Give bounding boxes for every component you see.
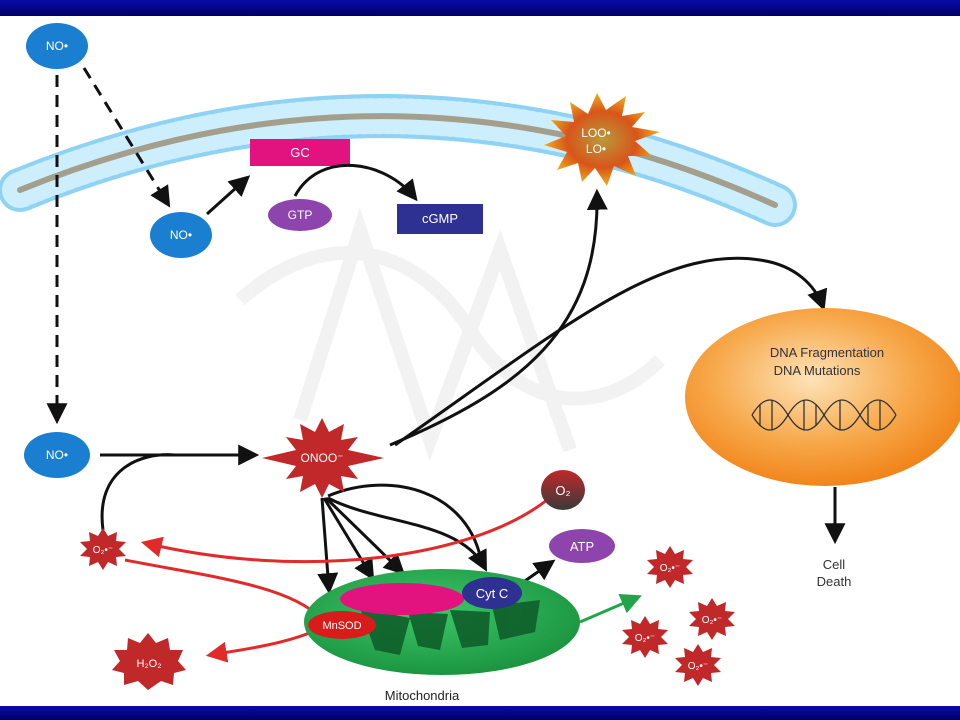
lipid-radical-loo: LOO• [581,126,611,140]
superoxide-right-3-label: O₂•⁻ [635,633,655,644]
o2-label: O₂ [555,483,570,498]
dna-mutations-label: DNA Mutations [774,363,861,378]
superoxide-node-right-2: O₂•⁻ [689,598,735,640]
gtp-node: GTP [268,199,332,231]
background-watermark [235,207,665,462]
superoxide-to-mnsod-arrow [124,558,322,620]
mitochondria-label: Mitochondria [385,688,460,703]
superoxide-node-right-3: O₂•⁻ [622,616,668,658]
onoo-to-lipid-arrow [389,188,608,447]
o2-to-superoxide-arrow [140,498,548,564]
superoxide-node-right-4: O₂•⁻ [675,644,721,686]
no-diffusion-arrow-membrane [82,67,171,208]
onoo-to-mito-arrow-1 [317,497,339,595]
onoo-to-mito-arrow-3 [324,496,406,575]
superoxide-right-2-label: O₂•⁻ [702,615,722,626]
superoxide-node-left: O₂•⁻ [80,528,126,570]
no-membrane-label: NO• [170,228,192,242]
cell-death-label-line1: Cell [823,557,846,572]
cell-death-label-line2: Death [817,574,852,589]
dna-fragmentation-label: DNA Fragmentation [770,345,884,360]
superoxide-right-1-label: O₂•⁻ [660,563,680,574]
dna-damage-node: DNA Fragmentation DNA Mutations [685,308,960,486]
oxygen-node: O₂ [541,470,585,510]
onoo-to-cytc-arrow [327,496,487,572]
mitochondria-inner-membrane [340,583,464,615]
cgmp-label: cGMP [422,211,458,226]
h2o2-label: H₂O₂ [136,658,161,670]
dna-helix-icon [751,399,897,431]
top-bar [0,0,960,16]
h2o2-node: H₂O₂ [112,633,186,690]
gtp-label: GTP [288,208,313,222]
no-node-membrane: NO• [150,212,212,258]
superoxide-to-onoo-arrow [100,453,176,531]
gc-label: GC [290,145,310,160]
no-to-gc-arrow [205,175,251,216]
onoo-to-cytc-curve [327,483,484,566]
burst-shape [544,93,660,186]
no-left-label: NO• [46,448,68,462]
mito-superoxide-export-arrow [579,594,642,624]
cgmp-node: cGMP [397,204,483,234]
no-top-label: NO• [46,39,68,53]
mnsod-node: MnSOD [308,611,376,639]
mnsod-label: MnSOD [322,620,361,632]
no-node-top: NO• [26,23,88,69]
atp-label: ATP [570,539,594,554]
guanylate-cyclase: GC [250,139,350,166]
superoxide-left-label: O₂•⁻ [93,545,113,556]
cytochrome-c-node: Cyt C [462,577,522,609]
onoo-to-mito-arrow-2 [322,497,375,581]
onoo-to-dna-arrow [394,256,828,447]
no-node-left: NO• [24,432,90,478]
lipid-radical-lo: LO• [586,142,606,156]
superoxide-right-4-label: O₂•⁻ [688,661,708,672]
atp-node: ATP [549,529,615,563]
onoo-label: ONOO⁻ [300,451,343,465]
bottom-bar [0,706,960,720]
lipid-peroxidation-burst: LOO• LO• [544,93,660,186]
cyt-c-label: Cyt C [476,586,509,601]
mnsod-to-h2o2-arrow [205,630,313,663]
cell-membrane [0,94,797,227]
superoxide-node-right-1: O₂•⁻ [647,546,693,588]
gtp-to-cgmp-arrow [293,163,418,202]
peroxynitrite-node: ONOO⁻ [262,418,384,498]
